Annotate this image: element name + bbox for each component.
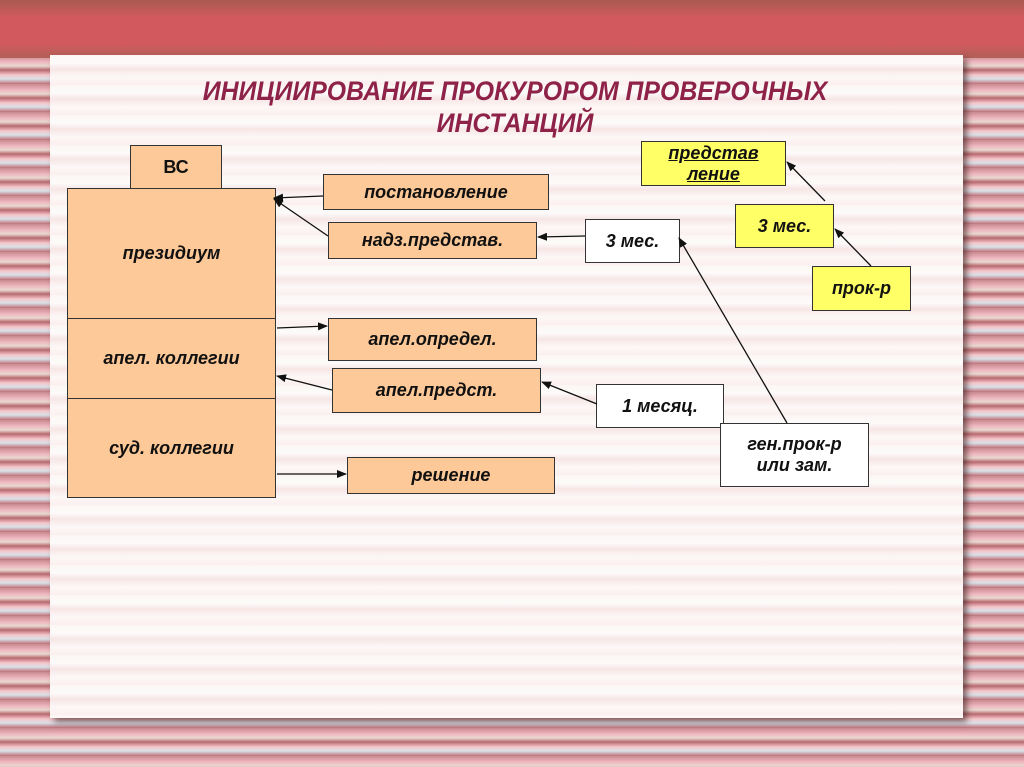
one-month-box: 1 месяц. bbox=[596, 384, 724, 428]
arrow-legend-3m-submission bbox=[786, 161, 826, 202]
appeal-ruling-box: апел.определ. bbox=[328, 318, 537, 361]
arrow-prosecutor-3m bbox=[678, 237, 788, 424]
resolution-box: постановление bbox=[323, 174, 549, 210]
legend-submission-box: представ ление bbox=[641, 141, 786, 186]
decision-box: решение bbox=[347, 457, 555, 494]
prosecutor-general-box: ген.прок-р или зам. bbox=[720, 423, 869, 487]
arrow-resolution-presidium bbox=[273, 193, 324, 202]
background-band bbox=[0, 0, 1024, 58]
slide-title: ИНИЦИИРОВАНИЕ ПРОКУРОРОМ ПРОВЕРОЧНЫХ ИНС… bbox=[202, 76, 828, 138]
arrow-to-appeal-ruling bbox=[276, 322, 328, 331]
appeal-submission-box: апел.предст. bbox=[332, 368, 541, 413]
arrow-3m-supervisory bbox=[537, 232, 586, 241]
vs-box: ВС bbox=[130, 145, 222, 189]
supervisory-submission-box: надз.представ. bbox=[328, 222, 537, 259]
arrow-1m-appeal bbox=[541, 381, 598, 405]
judicial-collegia-box: суд. коллегии bbox=[67, 398, 276, 498]
appeal-collegia-box: апел. коллегии bbox=[67, 318, 276, 399]
legend-prosecutor-box: прок-р bbox=[812, 266, 911, 311]
arrow-legend-prosecutor-3m bbox=[834, 228, 872, 267]
arrow-submission-presidium bbox=[273, 198, 329, 237]
three-months-box: 3 мес. bbox=[585, 219, 680, 263]
legend-three-months-box: 3 мес. bbox=[735, 204, 834, 248]
arrow-appeal-submission-collegia bbox=[276, 374, 333, 391]
